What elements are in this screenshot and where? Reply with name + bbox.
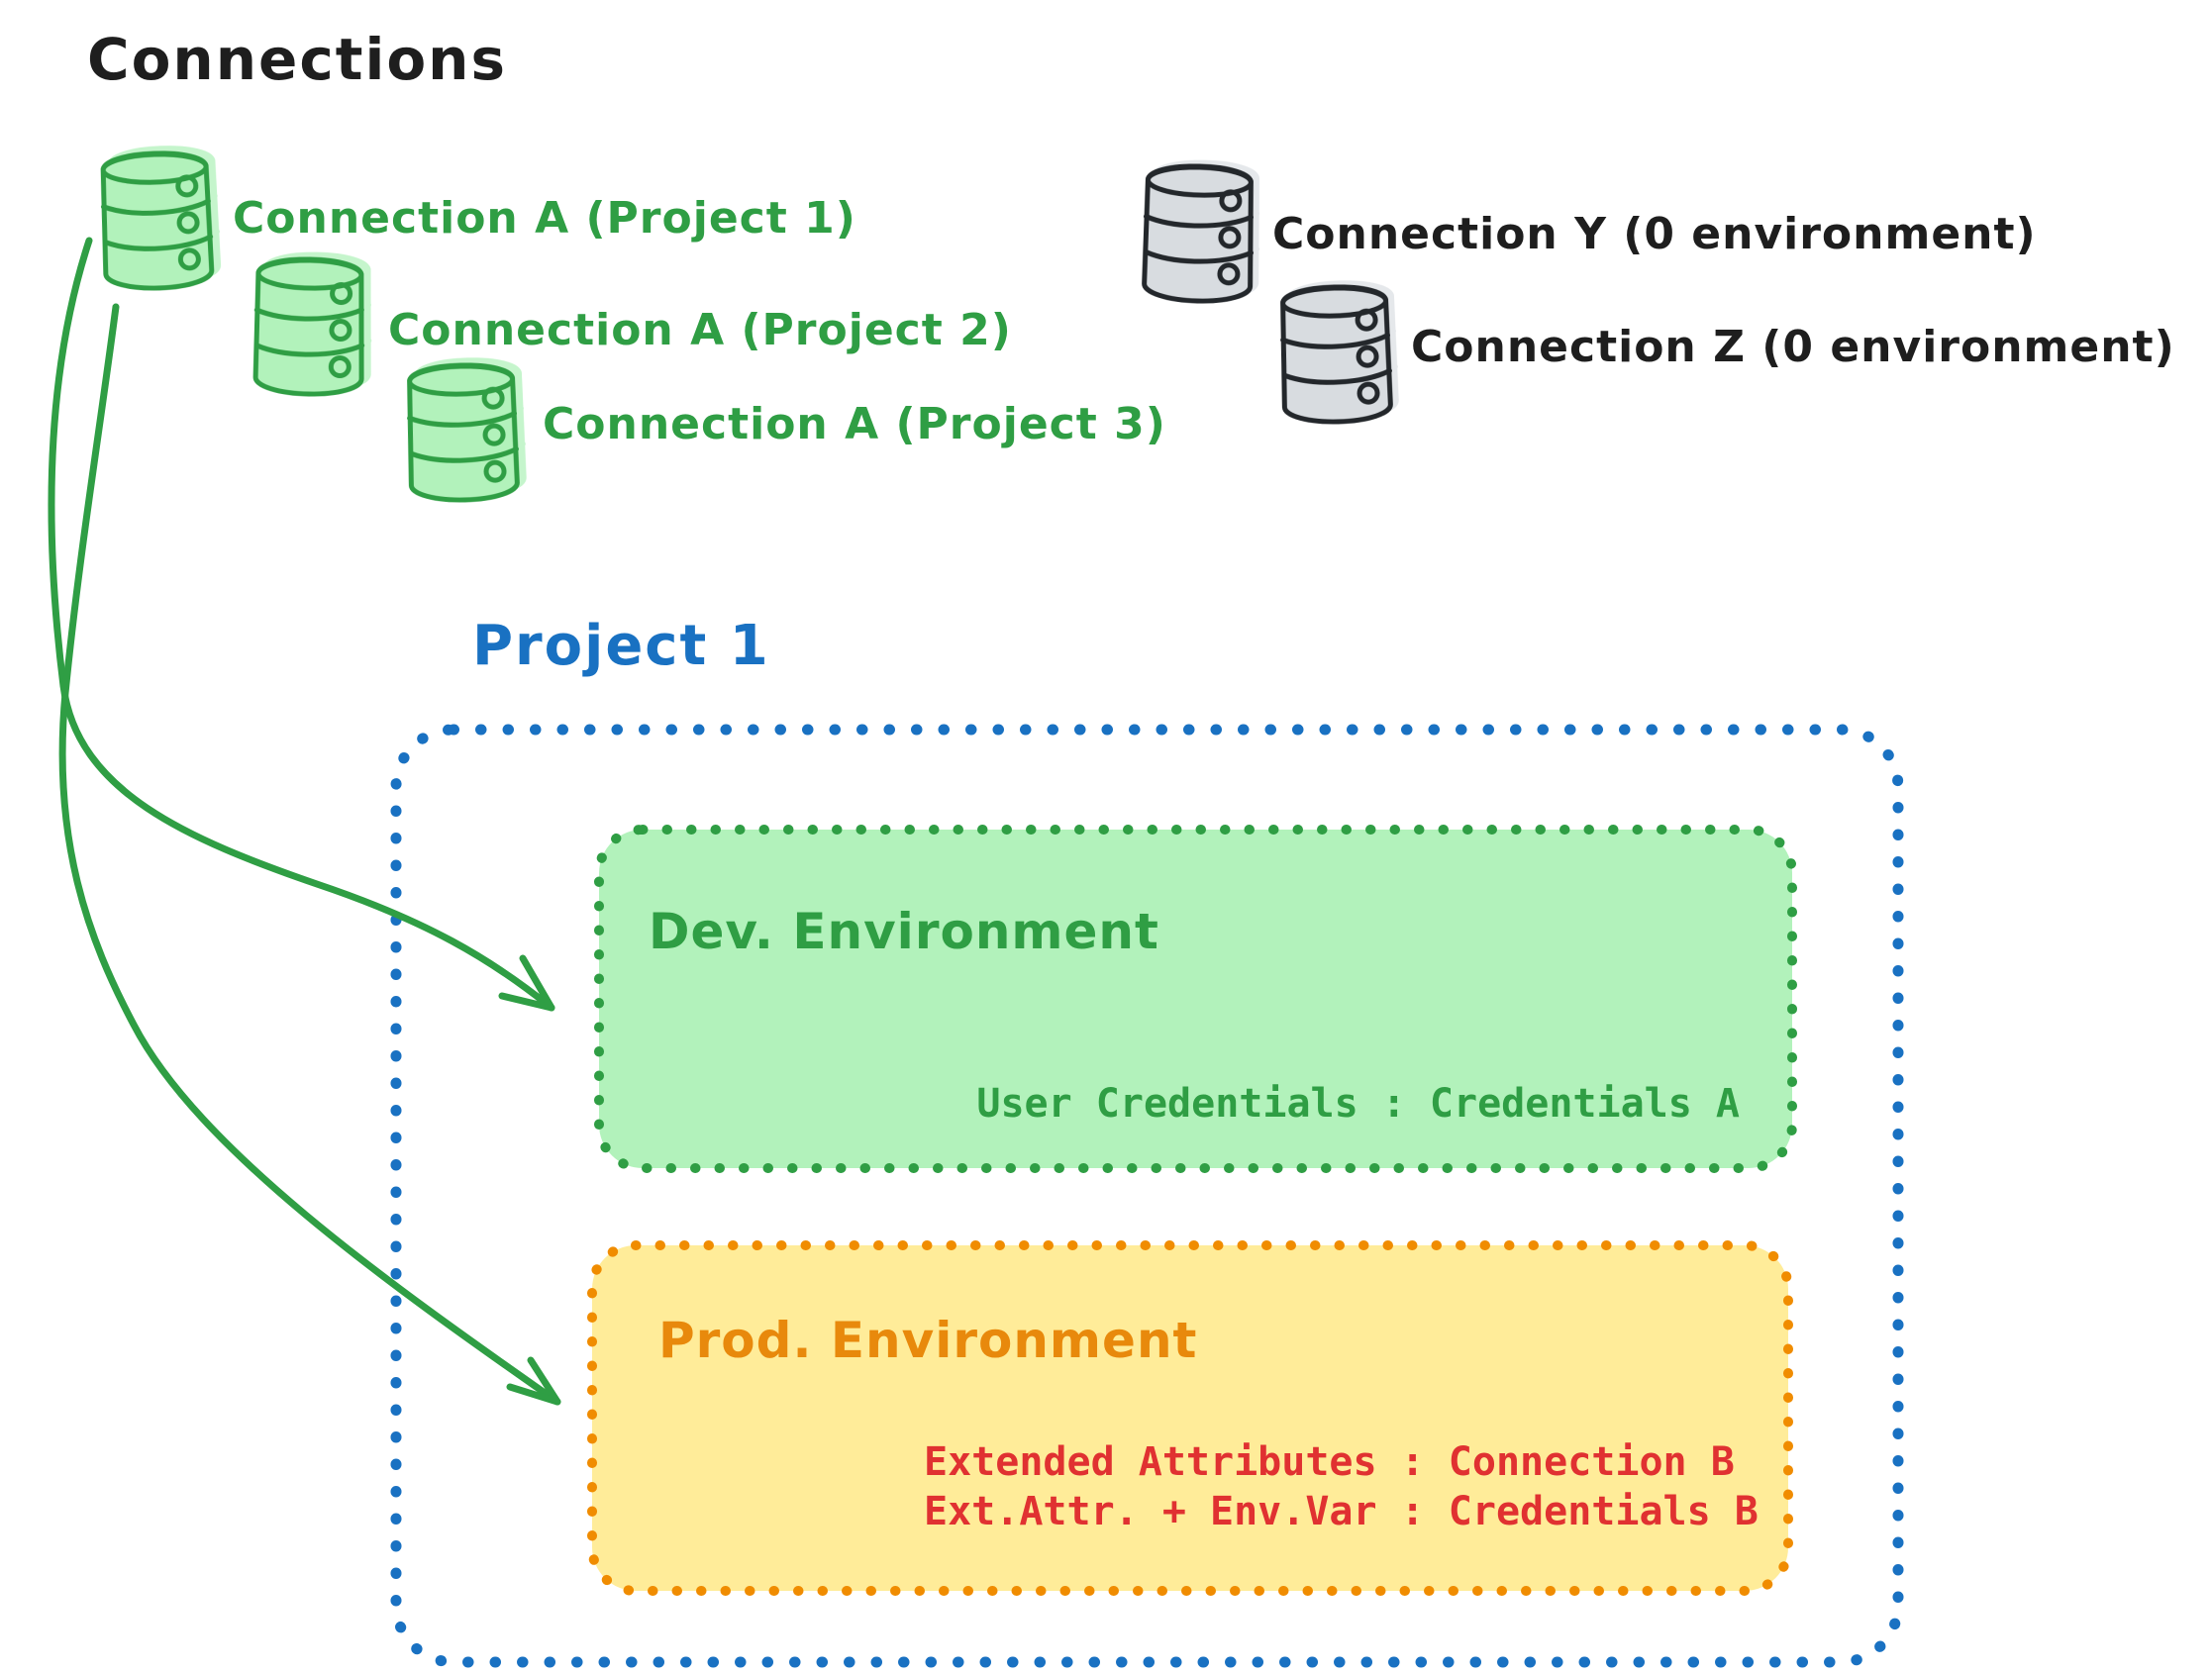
prod-environment-title: Prod. Environment <box>658 1312 1198 1369</box>
project-1-container-box <box>390 724 1904 1668</box>
prod-environment-box <box>587 1240 1793 1596</box>
arrow-connection-a-to-dev <box>48 237 555 1012</box>
connection-a-project-3-label: Connection A (Project 3) <box>543 399 1166 449</box>
project-1-title: Project 1 <box>472 614 770 678</box>
arrow-connection-a-to-prod <box>58 303 561 1406</box>
dev-environment-title: Dev. Environment <box>649 903 1159 960</box>
connection-a-project-1-label: Connection A (Project 1) <box>233 193 856 244</box>
prod-environment-credentials-block: Extended Attributes : Connection B Ext.A… <box>924 1437 1759 1536</box>
database-icon-connection-a-project-3 <box>408 364 518 502</box>
dev-environment-credentials-text: User Credentials : Credentials A <box>976 1081 1740 1127</box>
connection-y-label: Connection Y (0 environment) <box>1272 209 2037 259</box>
prod-credentials-line-1: Extended Attributes : Connection B <box>924 1439 1735 1485</box>
connection-z-label: Connection Z (0 environment) <box>1411 322 2175 372</box>
connection-a-project-2-label: Connection A (Project 2) <box>388 305 1012 355</box>
dev-environment-box <box>594 825 1797 1173</box>
database-icon-connection-a-project-2 <box>255 258 363 395</box>
database-icon-connection-a-project-1 <box>102 151 213 290</box>
prod-credentials-line-2: Ext.Attr. + Env.Var : Credentials B <box>924 1489 1759 1534</box>
database-icon-connection-y <box>1144 165 1254 303</box>
database-icon-connection-z <box>1281 286 1391 424</box>
connections-title: Connections <box>87 26 507 93</box>
